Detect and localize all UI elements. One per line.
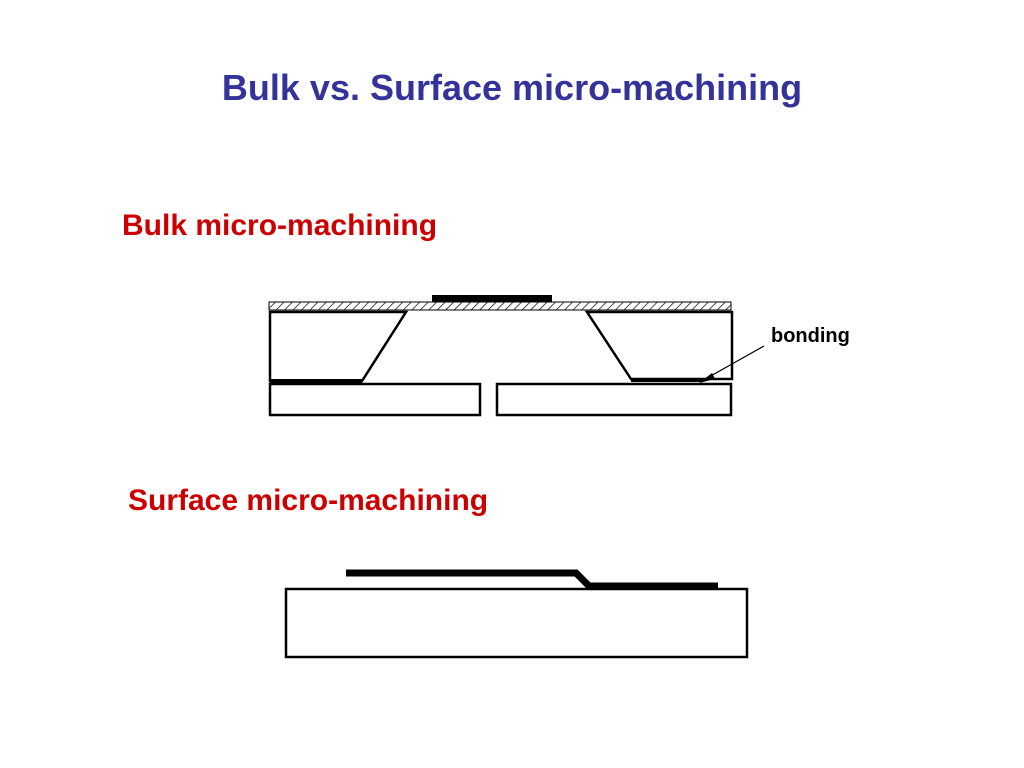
top-electrode — [432, 295, 552, 302]
slide-title: Bulk vs. Surface micro-machining — [221, 67, 803, 108]
substrate — [284, 587, 749, 659]
surface-diagram — [284, 569, 749, 659]
bulk-diagram: bonding — [268, 295, 850, 417]
membrane-layer — [268, 301, 732, 311]
etched-wafer-right — [584, 310, 734, 381]
base-wafer-right — [495, 382, 733, 417]
etched-wafer-left — [268, 310, 409, 383]
bulk-heading: Bulk micro-machining — [122, 209, 438, 242]
released-structural-layer — [346, 569, 718, 590]
bonding-label: bonding — [771, 325, 850, 347]
bonding-pointer-arrowhead — [699, 373, 715, 383]
base-wafer-left — [268, 382, 482, 417]
surface-heading: Surface micro-machining — [128, 484, 489, 517]
